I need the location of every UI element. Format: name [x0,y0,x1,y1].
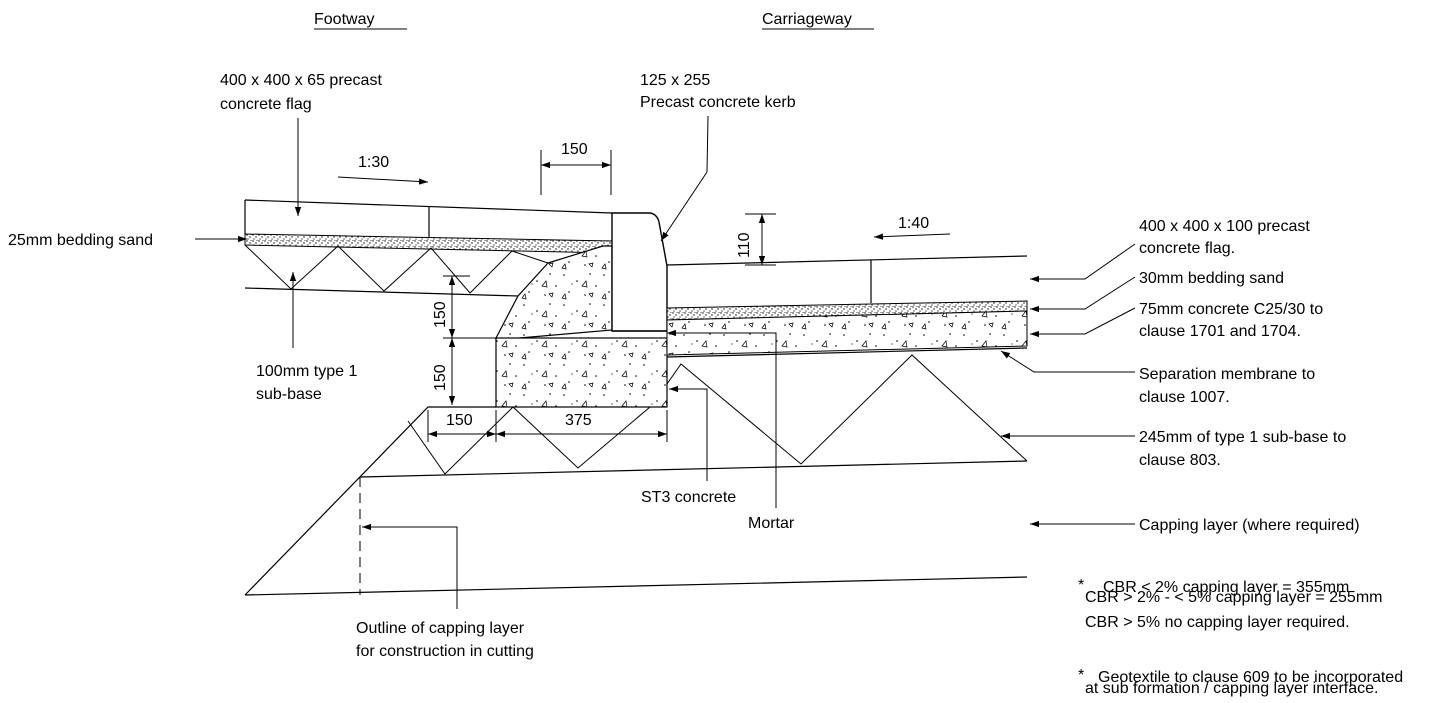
concrete-75-label-line1: 75mm concrete C25/30 to [1139,301,1323,318]
svg-text:150: 150 [432,301,449,328]
carriageway-concrete-75 [666,310,1028,356]
capping-layer-outline [244,406,1028,596]
membrane-leader [1000,350,1135,373]
bedding-25-label: 25mm bedding sand [8,232,153,249]
kerb-trench-zigzag [407,406,651,475]
note-capping-line1: CBR < 2% capping layer = 355mm [1103,579,1349,596]
svg-text:375: 375 [565,412,592,429]
st3-label: ST3 concrete [641,489,736,506]
kerb-label-line2: Precast concrete kerb [640,94,796,111]
outline-label-line1: Outline of capping layer [356,620,525,637]
precast-kerb [611,212,668,332]
footway-flags [244,199,613,237]
note-star-2: * [1078,667,1084,684]
note-star-1: * [1078,577,1084,594]
subbase-100-label-line1: 100mm type 1 [256,363,357,380]
fall-carriageway-arrow [873,233,951,240]
carriageway-heading: Carriageway [762,11,852,28]
flag-65-label-line1: 400 x 400 x 65 precast [220,72,382,89]
membrane-label-line1: Separation membrane to [1139,366,1315,383]
fall-footway-label: 1:30 [358,154,389,171]
svg-text:150: 150 [432,364,449,391]
flag-100-label-line1: 400 x 400 x 100 precast [1139,218,1310,235]
separation-membrane [666,347,1028,358]
flag-100-leader [1030,243,1136,283]
fall-carriageway-label: 1:40 [898,215,929,232]
flag-65-label-line2: concrete flag [220,96,312,113]
haunch-dimensions: 150 150 [432,275,496,405]
carriageway-subbase [359,354,1028,478]
kerb-bed-concrete [495,337,668,408]
svg-text:150: 150 [561,141,588,158]
footway-subbase [244,244,549,297]
fall-footway-arrow [337,176,429,185]
concrete-75-leader [1030,307,1136,338]
note-geotextile-line2: at sub formation / capping layer interfa… [1085,680,1379,697]
svg-text:110: 110 [736,232,753,258]
outline-leader [362,523,458,609]
kerb-leader [660,115,709,242]
concrete-75-label-line2: clause 1701 and 1704. [1139,323,1301,340]
bedding-30-label: 30mm bedding sand [1139,270,1284,287]
membrane-label-line2: clause 1007. [1139,389,1230,406]
carriageway-flags [666,255,1028,303]
note-geotextile-line1: Geotextile to clause 609 to be incorpora… [1098,669,1403,686]
mortar-leader [667,329,777,508]
subbase-245-label-line2: clause 803. [1139,452,1221,469]
flag-100-label-line2: concrete flag. [1139,240,1235,257]
note-capping-line2: CBR > 2% - < 5% capping layer = 255mm [1085,589,1382,606]
kerb-width-dimension: 150 [540,141,612,195]
svg-text:150: 150 [446,412,473,429]
subbase-100-label-line2: sub-base [256,386,322,403]
bedding-30-leader [1030,276,1136,313]
outline-label-line2: for construction in cutting [356,643,534,660]
kerb-haunch-concrete [495,245,613,341]
note-capping-line3: CBR > 5% no capping layer required. [1085,614,1350,631]
mortar-label: Mortar [748,515,795,532]
upstand-dimension: 110 [736,213,776,266]
kerb-label-line1: 125 x 255 [640,72,710,89]
footway-heading: Footway [314,11,374,28]
base-dimensions: 150 375 [427,410,668,442]
subbase-245-label-line1: 245mm of type 1 sub-base to [1139,429,1346,446]
st3-leader [669,385,708,481]
capping-label: Capping layer (where required) [1139,517,1360,534]
